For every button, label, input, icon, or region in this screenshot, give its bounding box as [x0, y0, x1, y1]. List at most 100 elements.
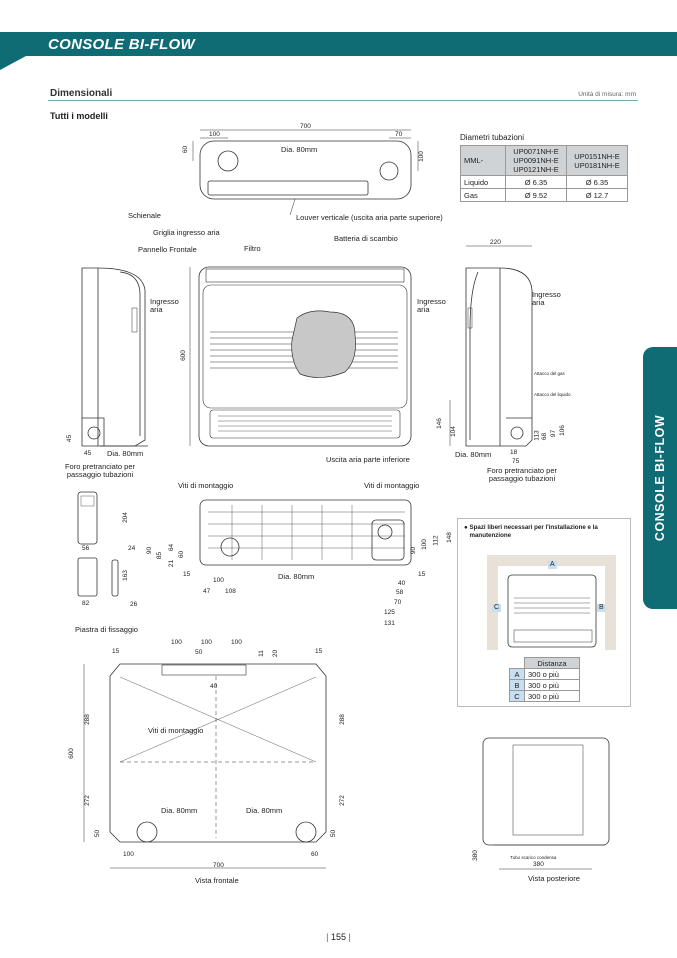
- dim-45: 45: [84, 450, 92, 457]
- pipe-row-label: Gas: [460, 188, 506, 202]
- dim-700: 700: [300, 123, 311, 130]
- plate-dia-right: Dia. 80mm: [246, 806, 283, 815]
- dim-70: 70: [395, 131, 403, 138]
- viti-right: Viti di montaggio: [364, 481, 420, 490]
- plate-600: 600: [67, 748, 75, 759]
- dim-112: 112: [432, 535, 440, 546]
- page-title: CONSOLE BI-FLOW: [48, 36, 195, 53]
- clearance-title-text: Spazi liberi necessari per l'installazio…: [469, 524, 598, 539]
- dim-146: 146: [435, 418, 443, 429]
- pipe-cell: Ø 9.52: [505, 188, 567, 202]
- side-view-left-drawing: [81, 267, 148, 447]
- attacco-gas: Attacco del gas: [534, 371, 565, 376]
- label-ingresso-side: Ingresso aria: [532, 290, 561, 308]
- plate-700: 700: [213, 862, 224, 869]
- dim-40: 40: [398, 580, 406, 587]
- pipe-cell: Ø 6.35: [566, 175, 628, 189]
- dim-75: 75: [512, 458, 520, 465]
- plate-11: 11: [257, 650, 265, 657]
- clearance-value: 300 o più: [524, 690, 580, 702]
- plate-50: 50: [195, 649, 203, 656]
- subtitle: Tutti i modelli: [50, 111, 108, 121]
- pipe-row-label: Liquido: [460, 175, 506, 189]
- dim-600: 600: [179, 350, 187, 361]
- front-view-drawing: [189, 266, 412, 447]
- dim-24: 24: [128, 545, 136, 552]
- dim-26: 26: [130, 601, 138, 608]
- dim-125: 125: [384, 609, 395, 616]
- clearance-header: Distanza: [524, 657, 580, 669]
- dim-106: 106: [558, 425, 566, 436]
- rear-caption: Vista posteriore: [528, 874, 580, 883]
- page-number-wrap: | 155 |: [326, 932, 351, 942]
- side-view-right-drawing: [449, 245, 533, 447]
- plate-viti: Viti di montaggio: [148, 726, 204, 735]
- plate-dia-left: Dia. 80mm: [161, 806, 198, 815]
- dim-100b: 100: [213, 577, 224, 584]
- clearance-key: A: [509, 668, 525, 680]
- dim-113: 113: [533, 430, 541, 441]
- clearance-key: B: [509, 679, 525, 691]
- bottom-view-drawing: [199, 499, 412, 566]
- dim-58: 58: [396, 589, 404, 596]
- plate-100: 100: [123, 851, 134, 858]
- header-bar: [0, 32, 677, 56]
- rear-380v: 380: [471, 850, 479, 861]
- dim-204: 204: [121, 512, 129, 523]
- dim-60b: 60: [178, 550, 186, 559]
- header-notch: [0, 56, 26, 70]
- label-batteria: Batteria di scambio: [334, 234, 398, 243]
- dim-45v: 45: [66, 434, 74, 443]
- dim-64: 64: [168, 543, 176, 552]
- plate-100a: 100: [171, 639, 182, 646]
- pipe-table-title: Diametri tubazioni: [460, 133, 525, 142]
- dim-163: 163: [121, 570, 129, 581]
- dim-60: 60: [182, 145, 190, 154]
- foro-left: Foro pretranciato per passaggio tubazion…: [64, 462, 136, 480]
- section-title: Dimensionali: [50, 88, 113, 99]
- clearance-value: 300 o più: [524, 679, 580, 691]
- unit-note: Unità di misura: mm: [578, 91, 636, 98]
- section-rule: [48, 100, 638, 101]
- clearance-key: C: [509, 690, 525, 702]
- dia-left: Dia. 80mm: [107, 449, 144, 458]
- pipe-cell: Ø 6.35: [505, 175, 567, 189]
- mounting-plate-drawing: [83, 663, 327, 869]
- label-uscita: Uscita aria parte inferiore: [326, 455, 410, 464]
- foro-right: Foro pretranciato per passaggio tubazion…: [486, 466, 558, 484]
- pipe-table: MML- UP0071NH-E UP0091NH-E UP0121NH-E UP…: [460, 145, 628, 202]
- mark-b: B: [597, 604, 606, 612]
- clearance-box: [457, 518, 631, 707]
- remote-drawing: [77, 491, 119, 597]
- dim-82: 82: [82, 600, 90, 607]
- label-pannello: Pannello Frontale: [138, 245, 197, 254]
- dim-148: 148: [445, 532, 453, 543]
- mark-a: A: [548, 561, 557, 569]
- label-ingresso-right: Ingresso aria: [417, 297, 446, 315]
- rear-380: 380: [533, 861, 544, 868]
- plate-60: 60: [311, 851, 319, 858]
- plate-15: 15: [112, 648, 120, 655]
- dim-100v: 100: [417, 151, 425, 162]
- plate-20: 20: [272, 649, 280, 658]
- dia-top: Dia. 80mm: [281, 145, 318, 154]
- plate-40: 40: [210, 683, 218, 690]
- dim-21: 21: [168, 559, 176, 568]
- rear-tubo: Tubo scarico condensa: [510, 855, 557, 860]
- dim-56: 56: [82, 545, 90, 552]
- dim-90r: 90: [410, 546, 418, 555]
- pipe-cell: Ø 12.7: [566, 188, 628, 202]
- dim-220: 220: [490, 239, 501, 246]
- pipe-models-b: UP0151NH-E UP0181NH-E: [566, 145, 628, 176]
- dim-18: 18: [510, 449, 518, 456]
- plate-caption: Vista frontale: [195, 876, 239, 885]
- plate-50r: 50: [330, 829, 338, 838]
- dim-70b: 70: [394, 599, 402, 606]
- dim-108: 108: [225, 588, 236, 595]
- attacco-liquido: Attacco del liquido: [534, 392, 571, 397]
- label-ingresso-left: Ingresso aria: [150, 297, 179, 315]
- viti-left: Viti di montaggio: [178, 481, 234, 490]
- dim-15: 15: [183, 571, 191, 578]
